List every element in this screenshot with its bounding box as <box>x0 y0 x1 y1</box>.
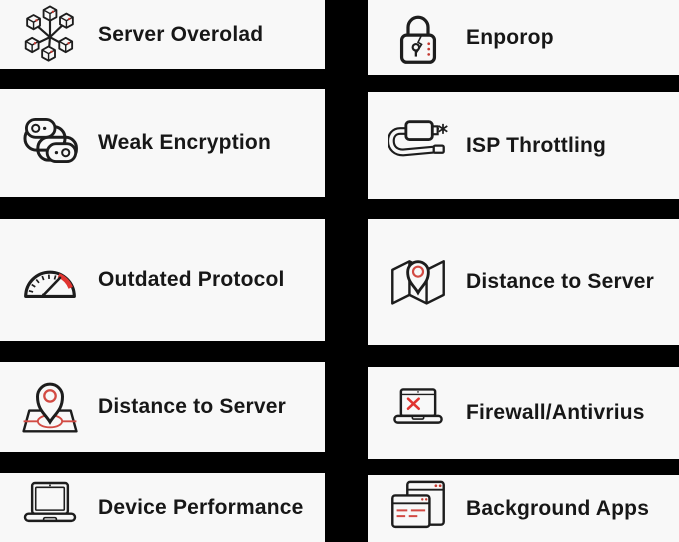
card-label: Distance to Server <box>466 270 655 293</box>
broken-lock-icon <box>388 8 448 68</box>
card-label: Enporop <box>466 25 554 49</box>
card-label: Weak Encryption <box>98 131 271 154</box>
card-weak-encryption: Weak Encryption <box>0 89 325 197</box>
chain-links-icon <box>20 113 80 173</box>
card-firewall-antivirus: Firewall/Antivrius <box>368 367 679 459</box>
map-location-pin-icon <box>20 377 80 437</box>
folded-map-pin-icon <box>388 252 448 312</box>
app-windows-icon <box>388 479 448 539</box>
card-isp-throttling: ISP Throttling <box>368 92 679 199</box>
card-outdated-protocol: Outdated Protocol <box>0 219 325 341</box>
card-background-apps: Background Apps <box>368 475 679 542</box>
card-distance-to-server-map: Distance to Server <box>368 219 679 345</box>
card-encryption-lock: Enporop <box>368 0 679 75</box>
card-distance-to-server-pin: Distance to Server <box>0 362 325 452</box>
speedometer-icon <box>20 250 80 310</box>
card-label: Background Apps <box>466 496 650 520</box>
card-label: ISP Throttling <box>466 133 607 157</box>
cable-plug-icon <box>388 116 448 176</box>
card-label: Server Overolad <box>98 22 264 46</box>
card-label: Distance to Server <box>98 395 287 418</box>
card-label: Outdated Protocol <box>98 268 285 291</box>
card-server-overload: Server Overolad <box>0 0 325 69</box>
card-device-performance: Device Performance <box>0 473 325 542</box>
card-label: Device Performance <box>98 495 304 519</box>
card-label: Firewall/Antivrius <box>466 401 645 424</box>
server-network-icon <box>20 5 80 65</box>
laptop-icon <box>20 478 80 538</box>
laptop-error-icon <box>388 383 448 443</box>
